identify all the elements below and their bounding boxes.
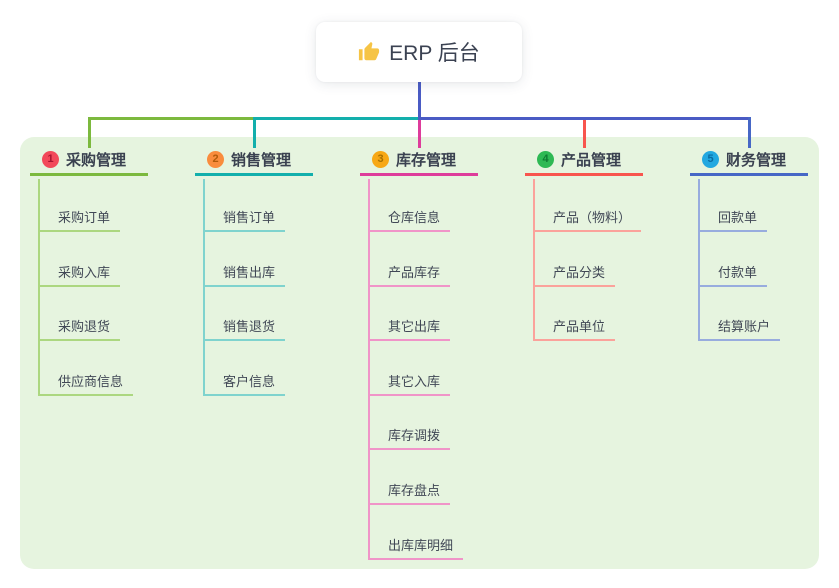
child-node[interactable]: 产品（物料）: [533, 204, 642, 232]
branch-child-connector: [203, 179, 205, 396]
bus-line-right: [417, 117, 751, 120]
child-node[interactable]: 产品分类: [533, 259, 616, 287]
child-node[interactable]: 库存盘点: [368, 477, 451, 505]
child-node[interactable]: 结算账户: [698, 313, 781, 341]
branch-child-connector: [698, 179, 700, 341]
child-node[interactable]: 采购订单: [38, 204, 121, 232]
thumbs-up-icon: [358, 41, 380, 63]
child-node[interactable]: 供应商信息: [38, 368, 134, 396]
root-title: ERP 后台: [389, 42, 480, 65]
bus-line-mid: [252, 117, 419, 120]
child-node[interactable]: 销售订单: [203, 204, 286, 232]
bus-line-left: [87, 117, 254, 120]
branch-drop-1: [87, 117, 91, 148]
root-node[interactable]: ERP 后台: [316, 22, 522, 82]
branch-drop-5: [747, 117, 751, 148]
badge-4: 4: [537, 151, 554, 168]
branch-node-purchase[interactable]: 1 采购管理: [30, 146, 148, 176]
branches-panel: [20, 137, 819, 569]
branch-label: 销售管理: [231, 152, 292, 169]
badge-2: 2: [207, 151, 224, 168]
child-node[interactable]: 回款单: [698, 204, 768, 232]
badge-3: 3: [372, 151, 389, 168]
root-connector-drop: [417, 81, 421, 118]
branch-node-inventory[interactable]: 3 库存管理: [360, 146, 478, 176]
branch-label: 财务管理: [726, 152, 787, 169]
badge-1: 1: [42, 151, 59, 168]
badge-5: 5: [702, 151, 719, 168]
branch-label: 产品管理: [561, 152, 622, 169]
child-node[interactable]: 其它出库: [368, 313, 451, 341]
child-node[interactable]: 客户信息: [203, 368, 286, 396]
branch-child-connector: [38, 179, 40, 396]
branch-drop-3: [417, 120, 421, 148]
child-node[interactable]: 仓库信息: [368, 204, 451, 232]
branch-child-connector: [368, 179, 370, 560]
branch-node-sales[interactable]: 2 销售管理: [195, 146, 313, 176]
child-node[interactable]: 其它入库: [368, 368, 451, 396]
child-node[interactable]: 采购入库: [38, 259, 121, 287]
child-node[interactable]: 出库库明细: [368, 532, 464, 560]
child-node[interactable]: 付款单: [698, 259, 768, 287]
child-node[interactable]: 采购退货: [38, 313, 121, 341]
child-node[interactable]: 产品单位: [533, 313, 616, 341]
child-node[interactable]: 销售退货: [203, 313, 286, 341]
child-node[interactable]: 产品库存: [368, 259, 451, 287]
branch-drop-4: [582, 120, 586, 148]
child-node[interactable]: 销售出库: [203, 259, 286, 287]
branch-label: 库存管理: [396, 152, 457, 169]
branch-label: 采购管理: [66, 152, 127, 169]
branch-child-connector: [533, 179, 535, 341]
child-node[interactable]: 库存调拨: [368, 422, 451, 450]
branch-drop-2: [252, 117, 256, 148]
branch-node-finance[interactable]: 5 财务管理: [690, 146, 808, 176]
branch-node-product[interactable]: 4 产品管理: [525, 146, 643, 176]
